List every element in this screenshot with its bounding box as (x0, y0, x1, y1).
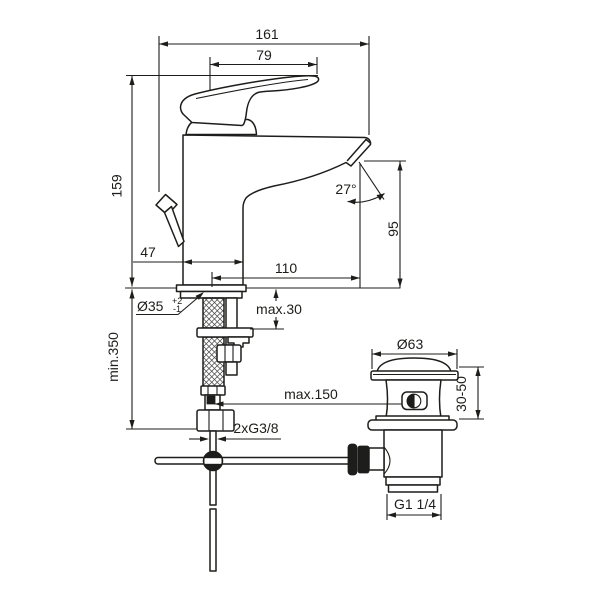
faucet-body-spout (182, 134, 372, 286)
arrowhead (273, 320, 279, 329)
arrowhead (212, 275, 221, 281)
dim-max-rod-length-label: max.150 (284, 386, 338, 402)
waste-tailpiece (385, 476, 441, 486)
dimensions: 161 79 159 min.350 (105, 26, 484, 520)
arrowhead (475, 410, 481, 419)
arrowhead (195, 292, 204, 300)
dimension-waste-flange-diameter: Ø63 (371, 336, 458, 369)
dim-outlet-height-label: 95 (385, 221, 401, 237)
dim-mounting-hole-label: Ø35 (137, 298, 164, 314)
dim-total-height-label: 159 (109, 174, 125, 198)
dim-mounting-hole-tol-plus: +2 (172, 296, 182, 306)
waste-pipe (383, 429, 443, 478)
arrowhead (129, 76, 135, 85)
waste-pipe-boss (383, 446, 391, 475)
dimension-max-rod-length: max.150 (214, 386, 402, 407)
arrowhead (351, 275, 360, 281)
dimension-handle-projection: 79 (209, 47, 318, 91)
dimension-body-depth: 47 (133, 244, 244, 265)
dim-supply-connection-label: 2xG3/8 (233, 420, 278, 436)
dimension-min-hose-clearance: min.350 (105, 289, 197, 430)
dimension-max-deck-thickness: max.30 (250, 289, 302, 330)
arrowhead (360, 41, 369, 47)
lever-handle (179, 75, 320, 127)
supply-and-rod-assembly (154, 297, 385, 572)
dim-waste-flange-diameter-label: Ø63 (397, 336, 424, 352)
dim-overall-length-label: 161 (255, 26, 279, 42)
dimension-waste-thread: G1 1/4 (386, 494, 442, 520)
mounting-nut (216, 344, 242, 363)
arrowhead (387, 512, 396, 518)
dim-handle-projection-label: 79 (256, 47, 272, 63)
arrowhead (475, 367, 481, 376)
arrowhead (308, 61, 317, 68)
rod-clamp-cylinder (368, 447, 385, 471)
arrowhead (183, 259, 192, 265)
arrowhead (159, 41, 168, 47)
popup-rod-horizontal (154, 456, 352, 465)
dimension-outlet-height: 95 (364, 160, 406, 288)
mounting-clip (227, 336, 250, 348)
dim-min-hose-clearance-label: min.350 (105, 332, 121, 382)
rear-knob-stem (163, 205, 185, 248)
dimension-overall-length: 161 (158, 26, 370, 192)
dim-mounting-hole-tol-minus: -1 (173, 304, 181, 314)
rod-ball-slot (204, 458, 222, 464)
arrowhead (376, 193, 385, 201)
base-plate-upper (175, 284, 247, 293)
dimension-total-height: 159 (109, 74, 318, 287)
popup-rod-vertical-lower (209, 508, 217, 572)
dimension-spout-angle: 27° (335, 161, 385, 288)
arrowhead (210, 61, 219, 68)
dimension-supply-connection: 2xG3/8 (189, 420, 281, 442)
dim-waste-thread-label: G1 1/4 (394, 496, 436, 512)
dimension-waste-deck-range: 30-50 (453, 366, 484, 420)
dimension-spout-reach: 110 (211, 260, 360, 287)
waste-flange-plate (370, 370, 459, 381)
arrowhead (234, 259, 244, 265)
aerator-cap (365, 138, 372, 144)
arrowhead (397, 278, 403, 288)
waste-assembly (367, 357, 459, 493)
rod-clamp-black-1 (347, 443, 358, 476)
base-plate-lower (179, 290, 243, 299)
arrowhead (200, 436, 209, 442)
hose-end-band (206, 395, 216, 405)
dim-body-depth-label: 47 (140, 244, 156, 260)
waste-dome-cap (376, 357, 452, 373)
arrowhead (372, 351, 381, 357)
waste-tailpiece-thread (387, 484, 439, 493)
arrowhead (217, 436, 226, 442)
supply-nut (196, 409, 235, 432)
pipe-stub (225, 361, 238, 376)
handle-top-highlight (195, 78, 309, 100)
dim-max-deck-thickness-label: max.30 (256, 301, 302, 317)
dim-spout-reach-label: 110 (275, 260, 298, 276)
dimension-mounting-hole: Ø35 +2 -1 (136, 292, 204, 316)
hose-end-collar (200, 385, 226, 396)
dim-spout-angle-label: 27° (335, 181, 356, 197)
arrowhead (129, 289, 135, 299)
arrowhead (129, 420, 135, 429)
arrowhead (273, 289, 279, 298)
arrowhead (129, 277, 135, 287)
waste-lower-flange (367, 419, 458, 431)
rod-clamp-black-2 (357, 445, 370, 474)
arrowhead (397, 161, 403, 171)
dim-waste-deck-range-label: 30-50 (453, 376, 469, 412)
braided-hose-upper (202, 297, 225, 329)
arrowhead (214, 401, 224, 407)
aerator-band (346, 138, 367, 162)
rod-ball-outline (202, 450, 224, 472)
mounting-washer (196, 327, 254, 338)
arrowhead (347, 198, 356, 205)
arrowhead (432, 512, 441, 518)
arrowhead (448, 351, 457, 357)
